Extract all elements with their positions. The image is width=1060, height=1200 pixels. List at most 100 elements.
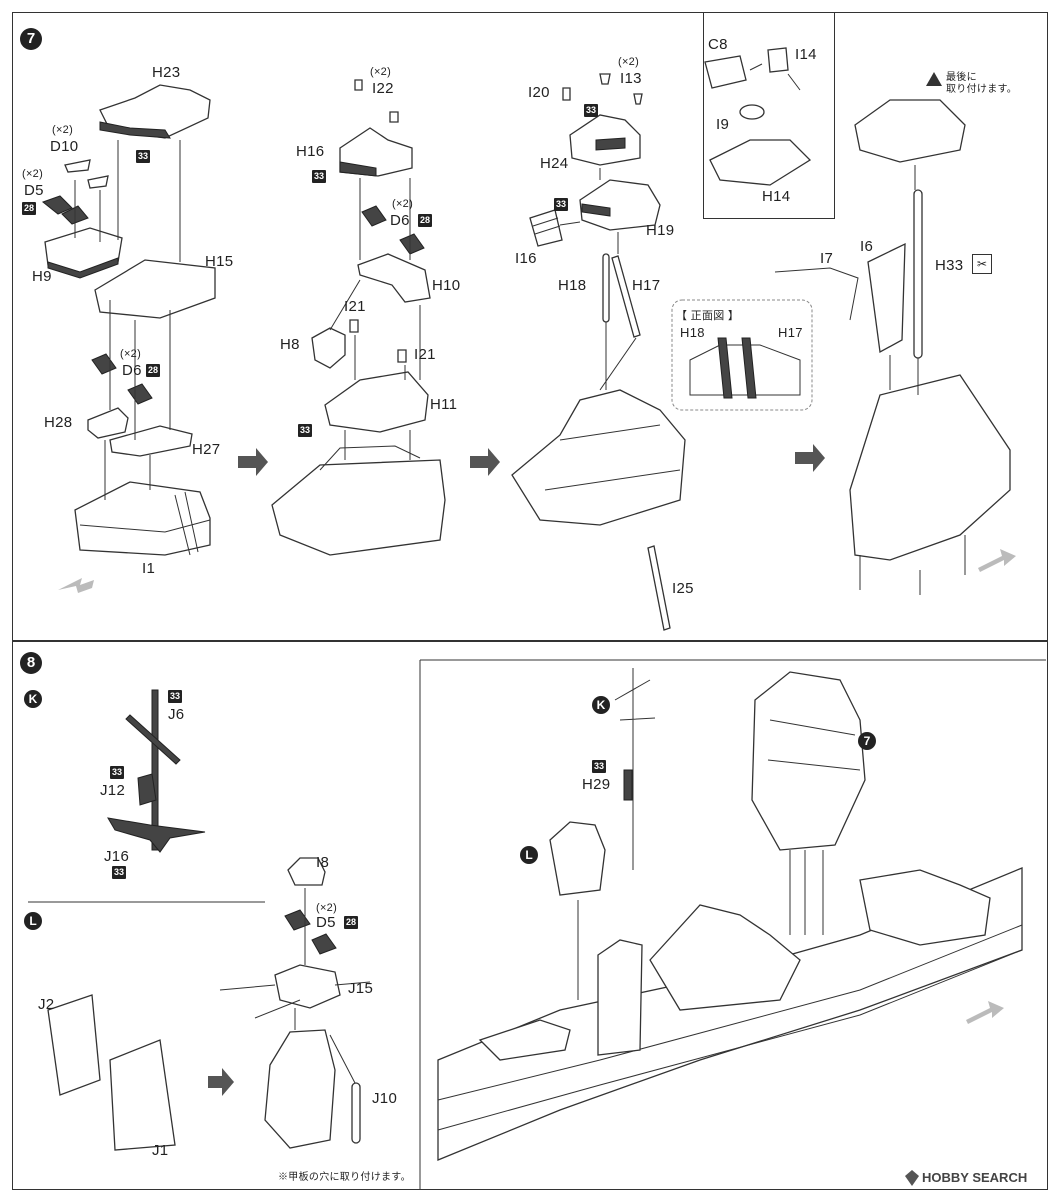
label-D10-qty: (×2) (52, 124, 74, 136)
part-D10 (64, 159, 109, 189)
part-hull-4 (849, 374, 1011, 595)
part-I25 (647, 545, 671, 631)
part-H27 (109, 425, 193, 457)
label-H28: H28 (44, 414, 73, 431)
ship-funnel (597, 939, 643, 1056)
ship-hull (437, 867, 1023, 1161)
label-D6a-qty: (×2) (120, 348, 142, 360)
label-J1: J1 (152, 1142, 169, 1159)
label-I22-qty: (×2) (370, 66, 392, 78)
paint-badge-28-D5b: 28 (344, 916, 358, 929)
label-I16: I16 (515, 250, 537, 267)
label-H11: H11 (430, 396, 458, 413)
part-J1 (109, 1039, 176, 1151)
part-D5-pair (41, 195, 89, 225)
paint-badge-33-H23: 33 (136, 150, 150, 163)
label-H15: H15 (205, 253, 234, 270)
paint-badge-33-H11: 33 (298, 424, 312, 437)
step-8-marker: 8 (20, 652, 42, 674)
part-H29 (623, 769, 633, 801)
sub-l-marker: L (24, 912, 42, 930)
step8-panel (12, 640, 1048, 1190)
rotate-arrow-3 (966, 1001, 1004, 1024)
part-H14 (709, 139, 812, 186)
label-I7: I7 (820, 250, 834, 267)
label-H14: H14 (762, 188, 791, 205)
part-I21-pair (349, 319, 407, 363)
label-H19: H19 (646, 222, 675, 239)
label-H27: H27 (192, 441, 221, 458)
label-C8: C8 (708, 36, 728, 53)
step-7-ref-marker: 7 (858, 732, 876, 750)
label-D6b: D6 (390, 212, 410, 229)
part-H18-H17 (602, 253, 641, 338)
label-J16: J16 (104, 848, 130, 865)
part-hull-3 (511, 389, 686, 526)
paint-badge-33-H29: 33 (592, 760, 606, 773)
part-J16 (107, 817, 206, 853)
paint-badge-33-J6: 33 (168, 690, 182, 703)
part-L-assembly (264, 1029, 336, 1149)
label-D6a: D6 (122, 362, 142, 379)
part-H10 (357, 253, 431, 303)
part-H23 (99, 84, 211, 139)
part-H8 (311, 327, 346, 369)
label-D5-qty: (×2) (22, 168, 44, 180)
part-C8 (704, 55, 747, 89)
front-view-title: 【 正面図 】 (676, 310, 740, 322)
front-view-H18: H18 (680, 325, 705, 340)
part-J12 (137, 773, 157, 806)
part-H28 (87, 407, 129, 439)
part-J2 (47, 994, 101, 1096)
sub-k-marker-ship: K (592, 696, 610, 714)
part-H19 (579, 179, 661, 231)
part-I1 (74, 481, 211, 556)
label-I21a: I21 (344, 298, 366, 315)
cut-tool-icon: ✂ (972, 254, 992, 274)
label-I9: I9 (716, 116, 730, 133)
label-H23: H23 (152, 64, 181, 81)
label-I14: I14 (795, 46, 817, 63)
arrow-3 (795, 444, 825, 472)
part-H15 (94, 259, 216, 319)
ship-l-assembly (549, 821, 606, 896)
paint-badge-28-D5: 28 (22, 202, 36, 215)
paint-badge-33-I13: 33 (584, 104, 598, 117)
label-I13: I13 (620, 70, 642, 87)
rotate-arrow-1 (58, 578, 94, 593)
sub-assembly-inset (703, 12, 835, 219)
label-H16: H16 (296, 143, 325, 160)
label-H8: H8 (280, 336, 300, 353)
label-J12: J12 (100, 782, 126, 799)
sub-l-marker-ship: L (520, 846, 538, 864)
part-I9 (739, 104, 765, 120)
label-J15: J15 (348, 980, 374, 997)
label-D6b-qty: (×2) (392, 198, 414, 210)
part-I13-pair (599, 73, 643, 105)
step-7-marker: 7 (20, 28, 42, 50)
part-I8 (287, 857, 326, 886)
label-J6: J6 (168, 706, 185, 723)
label-H24: H24 (540, 155, 569, 172)
label-H17: H17 (632, 277, 661, 294)
part-I22-pair (354, 79, 399, 123)
ship-superstructure (751, 671, 991, 946)
paint-badge-33-J16: 33 (112, 866, 126, 879)
part-H9 (44, 227, 123, 279)
label-I20: I20 (528, 84, 550, 101)
part-D6-pair-b (361, 205, 425, 255)
label-H9: H9 (32, 268, 52, 285)
paint-badge-28-D6b: 28 (418, 214, 432, 227)
arrow-2 (470, 448, 500, 476)
label-I22: I22 (372, 80, 394, 97)
front-view-box (671, 299, 813, 411)
label-D10: D10 (50, 138, 79, 155)
label-H33: H33 (935, 257, 964, 274)
note-attach-last-2: 取り付けます。 (946, 84, 1018, 95)
label-J2: J2 (38, 996, 55, 1013)
part-I6 (867, 242, 906, 354)
label-J10: J10 (372, 1090, 398, 1107)
part-J10 (351, 1082, 361, 1144)
paint-badge-33-J12: 33 (110, 766, 124, 779)
label-I8: I8 (316, 854, 330, 871)
